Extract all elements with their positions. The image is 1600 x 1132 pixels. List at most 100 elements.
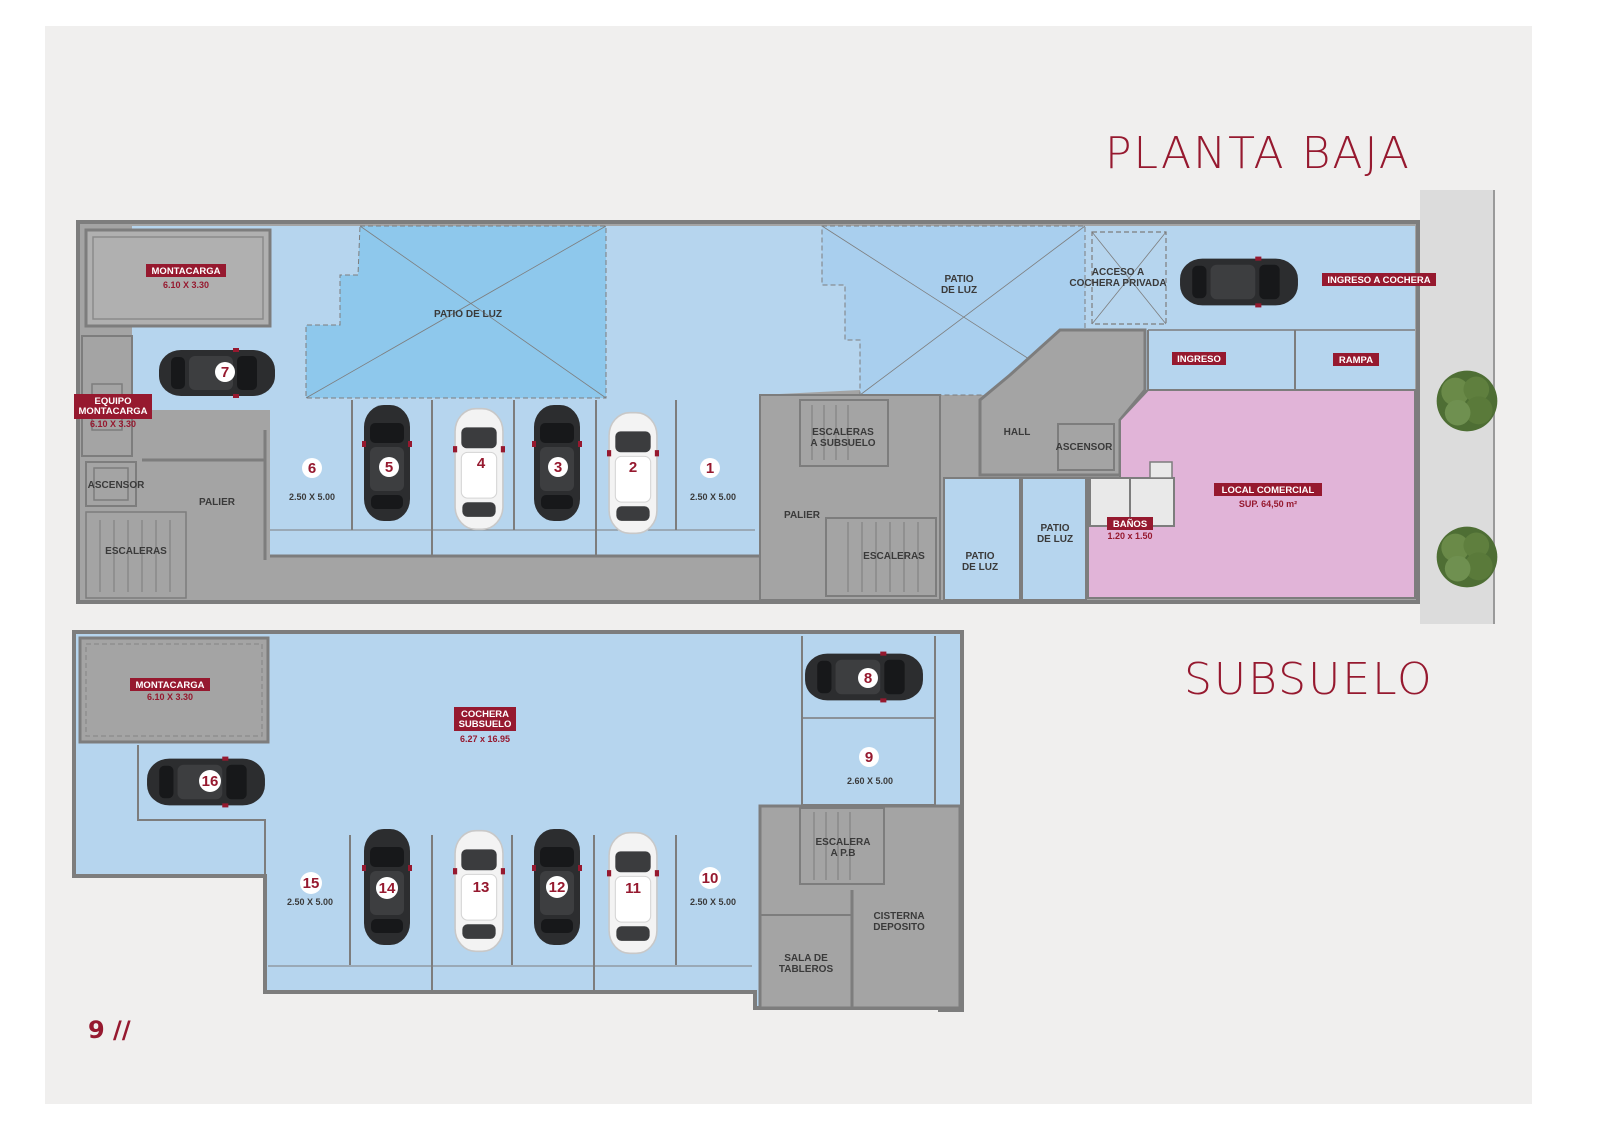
patio-2-label: PATIO [944,274,973,285]
escaleras-left [85,511,187,599]
space-number: 7 [221,364,229,381]
tag-bg [1214,483,1322,496]
cochera-label-2: SUBSUELO [459,719,512,730]
montacarga-inner [92,236,264,320]
space-badge [859,747,879,767]
space-dim: 2.50 X 5.00 [690,492,736,502]
escaleras-subsuelo [799,399,889,467]
ascensor-hall-label: ASCENSOR [1056,442,1113,453]
acceso-label: ACCESO A [1092,267,1144,278]
space-number: 5 [385,459,393,476]
escalera-pb-label-2: A P.B [830,848,855,859]
subsuelo-montacarga-label: MONTACARGA [136,680,205,691]
cisterna-label-2: DEPOSITO [873,922,925,933]
space-badge [623,457,643,477]
planta-baja-title: PLANTA BAJA [1105,128,1411,179]
patio-diagonal [305,225,607,399]
escaleras-center [825,517,937,597]
space-number: 16 [202,773,219,790]
stall-dividers [268,835,752,990]
ascensor-left-cab [93,467,129,501]
space-badge [215,362,235,382]
rampa-label: RAMPA [1339,355,1373,366]
space-number: 1 [706,460,714,477]
montacarga-room [84,228,272,328]
page-number: 9 // [88,1016,131,1044]
patio-1-label: PATIO DE LUZ [434,309,502,320]
space-dim: 2.50 X 5.00 [287,897,333,907]
ascensor-left-label: ASCENSOR [88,480,145,491]
tag-bg [146,264,226,277]
wall [137,745,266,876]
space-badge [302,458,322,478]
tag-bg [1333,353,1379,366]
space-number: 6 [308,460,316,477]
patio-4-label-2: DE LUZ [1037,534,1073,545]
montacarga-label: MONTACARGA [152,266,221,277]
patio-2-label-2: DE LUZ [941,285,977,296]
acceso-label-2: COCHERA PRIVADA [1069,278,1166,289]
patio-3-label-2: DE LUZ [962,562,998,573]
escalera-pb-label: ESCALERA [815,837,870,848]
acceso-diagonal [1091,231,1167,325]
cochera-dim: 6.27 x 16.95 [460,734,510,744]
space-number: 8 [864,670,872,687]
space-badge [379,457,399,477]
escaleras-left-label: ESCALERAS [105,546,167,557]
ascensor-hall [1057,423,1115,471]
patio-diagonal [359,225,607,399]
space-badge [376,877,398,899]
sala-tableros-label: SALA DE [784,953,828,964]
banos-dim: 1.20 x 1.50 [1107,531,1152,541]
hall-label: HALL [1004,427,1031,438]
tag-bg [1322,273,1436,286]
tag-bg [1172,352,1226,365]
subsuelo-space-numbers: 8 9 2.60 X 5.00 16 15 2.50 X 5.00 14 13 … [199,668,893,907]
banos-label: BAÑOS [1113,519,1147,530]
patio-de-luz-4 [1021,477,1087,601]
planta-baja-space-numbers: 7 6 2.50 X 5.00 5 4 3 2 1 2.50 X 5.00 [215,362,736,502]
subsuelo-labels: MONTACARGA 6.10 X 3.30 COCHERA SUBSUELO … [130,678,925,975]
tree-icon [1436,370,1498,432]
patio-diagonal [859,225,1086,396]
space-badge [700,458,720,478]
space-badge [470,876,492,898]
tag-bg [130,678,210,691]
tag-bg [1107,517,1153,530]
space-badge [699,867,721,889]
local-sup: SUP. 64,50 m² [1239,499,1297,509]
tree-icon [1436,526,1498,588]
space-number: 12 [549,879,566,896]
space-number: 2 [629,459,637,476]
space-badge [199,770,221,792]
escaleras-center-label: ESCALERAS [863,551,925,562]
cisterna-label: CISTERNA [873,911,924,922]
space-badge [548,457,568,477]
space-badge [300,872,322,894]
escaleras-subsuelo-label-2: A SUBSUELO [810,438,875,449]
space-dim: 2.50 X 5.00 [690,897,736,907]
equipo-label-2: MONTACARGA [79,406,148,417]
patio-3-label: PATIO [965,551,994,562]
space-dim: 2.50 X 5.00 [289,492,335,502]
ingreso-cochera-label: INGRESO A COCHERA [1327,275,1430,286]
space-number: 14 [379,880,396,897]
patio-de-luz-3 [943,477,1021,601]
tag-bg [454,707,516,731]
space-badge [546,876,568,898]
escaleras-subsuelo-label: ESCALERAS [812,427,874,438]
escalera-pb [799,807,885,885]
planta-baja-labels: MONTACARGA 6.10 X 3.30 EQUIPO MONTACARGA… [74,264,1436,573]
subsuelo-outline [72,630,964,1012]
subsuelo-montacarga-dim: 6.10 X 3.30 [147,692,193,702]
local-label: LOCAL COMERCIAL [1222,485,1315,496]
palier-center-label: PALIER [784,510,821,521]
ingreso-label: INGRESO [1177,354,1221,365]
acceso-cochera-box [1091,231,1167,325]
planta-baja-plan [76,190,1498,624]
subsuelo-plan [72,630,964,1012]
sala-tableros-label-2: TABLEROS [779,964,834,975]
equipo-label: EQUIPO [95,396,132,407]
space-number: 10 [702,870,719,887]
